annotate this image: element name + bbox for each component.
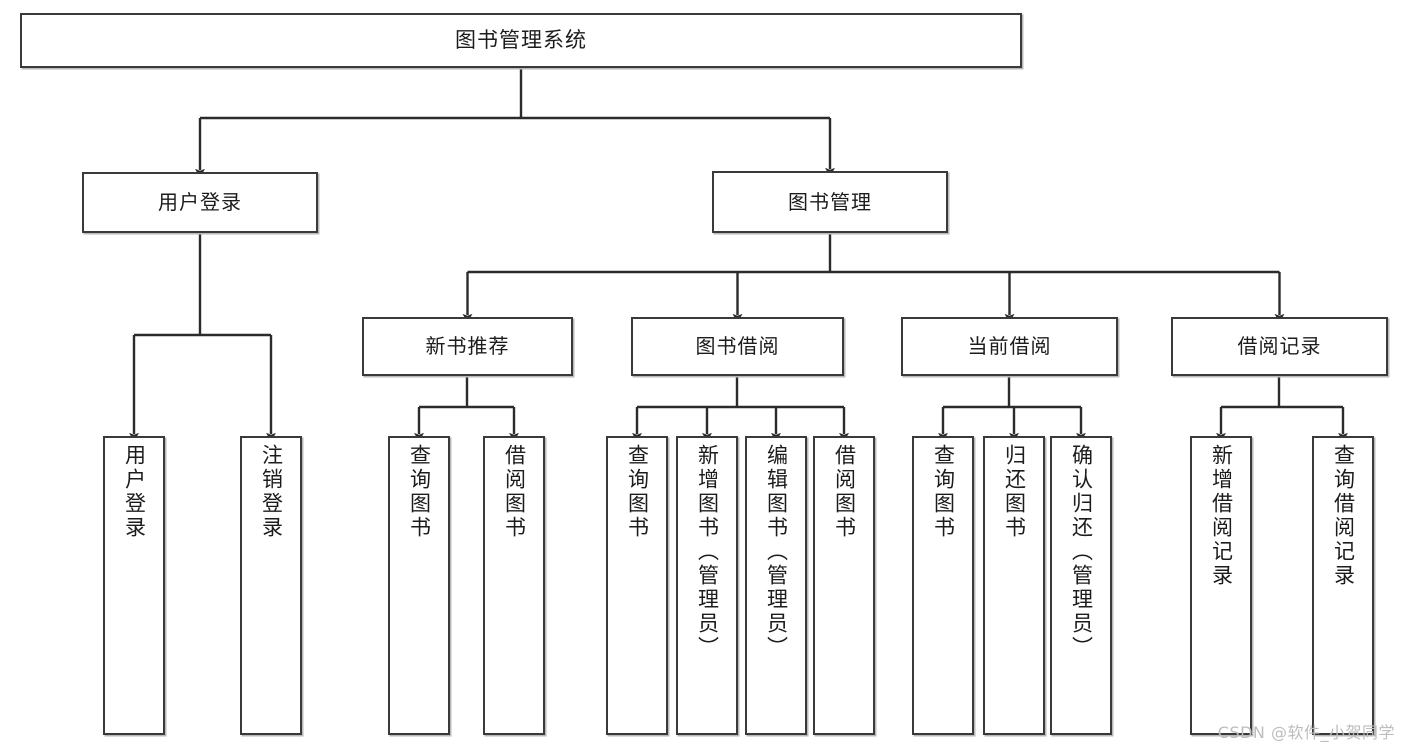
node-leaf_10[interactable]: 确认归还（管理员） <box>1050 436 1112 735</box>
node-leaf_9[interactable]: 归还图书 <box>983 436 1045 735</box>
node-leaf_11[interactable]: 新增借阅记录 <box>1190 436 1252 735</box>
node-root[interactable]: 图书管理系统 <box>20 13 1022 68</box>
node-label: 用户登录 <box>158 190 242 215</box>
node-label: 新书推荐 <box>425 334 510 359</box>
node-label: 当前借阅 <box>967 334 1052 359</box>
node-label: 图书管理 <box>788 189 872 214</box>
node-leaf_4[interactable]: 查询图书 <box>606 436 668 735</box>
node-label: 编辑图书（管理员） <box>764 444 789 660</box>
node-label: 新增图书（管理员） <box>695 444 720 660</box>
node-leaf_6[interactable]: 编辑图书（管理员） <box>745 436 807 735</box>
node-label: 用户登录 <box>122 444 147 540</box>
node-label: 新增借阅记录 <box>1209 444 1234 588</box>
node-leaf_2[interactable]: 查询图书 <box>388 436 450 735</box>
node-leaf_12[interactable]: 查询借阅记录 <box>1312 436 1374 735</box>
node-label: 借阅记录 <box>1237 334 1322 359</box>
node-leaf_3[interactable]: 借阅图书 <box>483 436 545 735</box>
node-l2_0[interactable]: 新书推荐 <box>362 317 573 376</box>
node-l2_2[interactable]: 当前借阅 <box>901 317 1118 376</box>
node-label: 查询图书 <box>931 444 956 540</box>
node-label: 借阅图书 <box>832 444 857 540</box>
node-leaf_0[interactable]: 用户登录 <box>103 436 165 735</box>
node-l1_0[interactable]: 用户登录 <box>82 172 318 233</box>
node-label: 确认归还（管理员） <box>1069 444 1094 660</box>
node-label: 图书管理系统 <box>455 27 587 52</box>
connector-group <box>129 68 1348 442</box>
node-leaf_1[interactable]: 注销登录 <box>240 436 302 735</box>
node-l1_1[interactable]: 图书管理 <box>712 171 948 233</box>
node-leaf_8[interactable]: 查询图书 <box>912 436 974 735</box>
node-label: 图书借阅 <box>695 334 780 359</box>
node-l2_1[interactable]: 图书借阅 <box>631 317 844 376</box>
node-leaf_5[interactable]: 新增图书（管理员） <box>676 436 738 735</box>
node-label: 注销登录 <box>259 444 284 540</box>
node-label: 借阅图书 <box>502 444 527 540</box>
node-label: 查询借阅记录 <box>1331 444 1356 588</box>
node-label: 查询图书 <box>407 444 432 540</box>
node-l2_3[interactable]: 借阅记录 <box>1171 317 1388 376</box>
node-label: 查询图书 <box>625 444 650 540</box>
node-leaf_7[interactable]: 借阅图书 <box>813 436 875 735</box>
node-label: 归还图书 <box>1002 444 1027 540</box>
